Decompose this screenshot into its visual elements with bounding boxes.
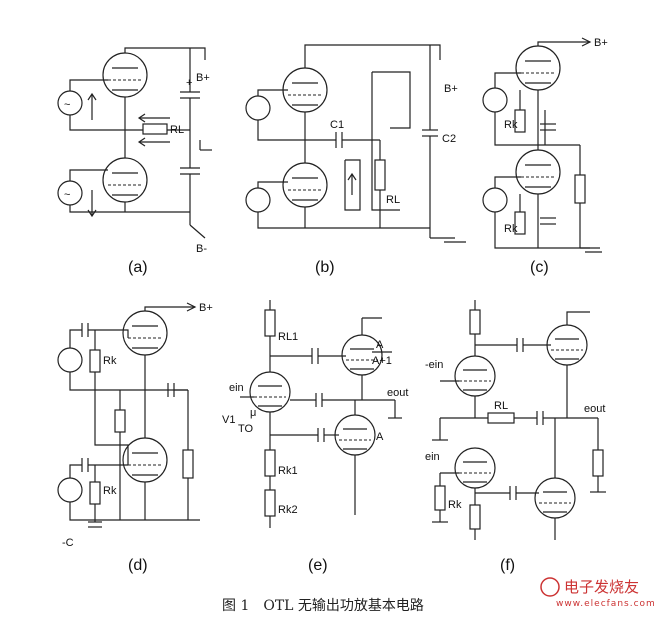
cathode-resistor-f2 bbox=[469, 504, 481, 530]
signal-source-d2 bbox=[57, 477, 83, 503]
rk-label-f: Rk bbox=[448, 499, 462, 511]
watermark-name: 电子发烧友 bbox=[564, 578, 639, 596]
rk2-label-d: Rk bbox=[103, 485, 117, 497]
panel-label-a: (a) bbox=[128, 259, 148, 276]
rk1-label-e: Rk1 bbox=[278, 465, 298, 477]
a-bottom-label-e: A bbox=[376, 431, 384, 443]
rl-label-a: RL bbox=[170, 124, 184, 136]
rl1-label-e: RL1 bbox=[278, 331, 298, 343]
upper-triode-a bbox=[102, 52, 148, 98]
watermark-url: www.elecfans.com bbox=[556, 599, 656, 609]
ein-label-f: ein bbox=[425, 451, 440, 463]
cap-plus-label-a: + bbox=[186, 77, 192, 89]
panel-label-c: (c) bbox=[530, 259, 549, 276]
minus-c-label-d: -C bbox=[62, 537, 74, 549]
cathode-resistor-rk-f bbox=[434, 485, 446, 511]
minus-ein-label-f: -ein bbox=[425, 359, 443, 371]
rk1-label-c: Rk bbox=[504, 119, 518, 131]
bplus-label-b: B+ bbox=[444, 83, 458, 95]
signal-source-b1 bbox=[245, 95, 271, 121]
cathode-resistor-c1 bbox=[514, 109, 526, 133]
panel-e: RL1 ein eout V1 μ TO A A+1 A Rk1 Rk2 (e) bbox=[222, 300, 408, 574]
coupling-resistor-d bbox=[114, 409, 126, 433]
bminus-label-a: B- bbox=[196, 243, 207, 255]
panel-c: B+ Rk Rk (c) bbox=[482, 37, 608, 276]
cathode-resistor-rk1 bbox=[264, 449, 276, 477]
watermark-logo-icon bbox=[540, 577, 560, 597]
panel-f: -ein ein RL Rk eout (f) bbox=[425, 300, 606, 574]
lower-triode-a bbox=[102, 157, 148, 203]
panel-label-e: (e) bbox=[308, 557, 328, 574]
rk1-label-d: Rk bbox=[103, 355, 117, 367]
svg-text:~: ~ bbox=[64, 99, 70, 111]
bplus-label-d: B+ bbox=[199, 302, 213, 314]
c2-label-b: C2 bbox=[442, 133, 456, 145]
watermark: 电子发烧友 www.elecfans.com bbox=[540, 577, 656, 609]
load-resistor-d bbox=[182, 449, 194, 479]
load-resistor-c bbox=[574, 174, 586, 204]
signal-source-c1 bbox=[482, 87, 508, 113]
panel-a: ~ ~ B+ + bbox=[57, 47, 212, 276]
rl-label-f: RL bbox=[494, 400, 508, 412]
mu-label-e: μ bbox=[250, 407, 256, 419]
svg-text:~: ~ bbox=[64, 189, 70, 201]
output-load-f bbox=[592, 449, 604, 477]
plate-resistor-rl1 bbox=[264, 309, 276, 337]
eout-label-f: eout bbox=[584, 403, 605, 415]
rk2-label-e: Rk2 bbox=[278, 504, 298, 516]
bias-resistor-d2 bbox=[89, 481, 101, 505]
cathode-resistor-rk2 bbox=[264, 489, 276, 517]
signal-source-d1 bbox=[57, 347, 83, 373]
panel-label-f: (f) bbox=[500, 557, 515, 574]
panel-d: B+ Rk Rk -C (d) bbox=[57, 302, 213, 574]
a-label-e: A bbox=[376, 339, 384, 351]
plate-resistor-f bbox=[469, 309, 481, 335]
to-label-e: TO bbox=[238, 423, 254, 435]
load-resistor-b bbox=[374, 159, 386, 191]
ein-label-e: ein bbox=[229, 382, 244, 394]
panel-label-d: (d) bbox=[128, 557, 148, 574]
rk2-label-c: Rk bbox=[504, 223, 518, 235]
load-resistor-a bbox=[142, 123, 168, 135]
signal-source-c2 bbox=[482, 187, 508, 213]
a-plus-one-label-e: A+1 bbox=[372, 355, 392, 367]
eout-label-e: eout bbox=[387, 387, 408, 399]
panel-label-b: (b) bbox=[315, 259, 335, 276]
signal-source-b2 bbox=[245, 187, 271, 213]
panel-b: B+ C1 C2 RL (b) bbox=[245, 44, 466, 276]
v1-label-e: V1 bbox=[222, 414, 235, 426]
bplus-label-a: B+ bbox=[196, 72, 210, 84]
load-resistor-rl-f bbox=[487, 412, 515, 424]
bias-resistor-d1 bbox=[89, 349, 101, 373]
c1-label-b: C1 bbox=[330, 119, 344, 131]
figure-caption: 图 1 OTL 无输出功放基本电路 bbox=[222, 597, 424, 614]
bplus-label-c: B+ bbox=[594, 37, 608, 49]
cathode-resistor-c2 bbox=[514, 211, 526, 235]
rl-label-b: RL bbox=[386, 194, 400, 206]
